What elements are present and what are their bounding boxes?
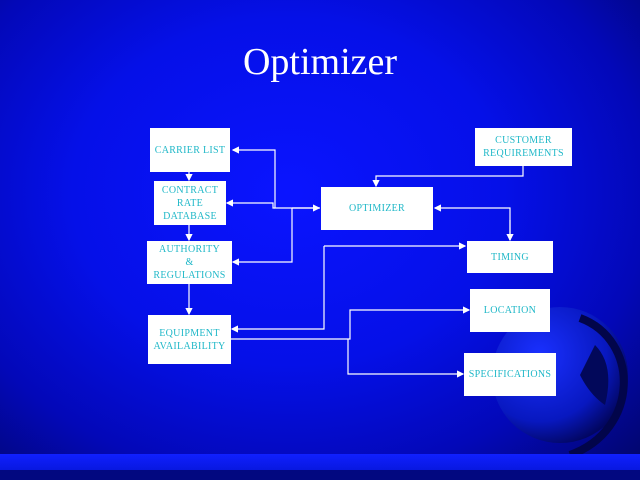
footer-band (0, 454, 640, 470)
node-authority-regulations: AUTHORITY & REGULATIONS (147, 241, 232, 284)
footer-strip (0, 470, 640, 480)
node-timing: TIMING (467, 241, 553, 273)
arrow-to-location (231, 306, 471, 340)
arrow-timing-optimizer (433, 204, 511, 240)
arrow-optimizer-authority (231, 208, 293, 266)
arrow-customer-optimizer (372, 166, 524, 188)
node-location: LOCATION (470, 289, 550, 332)
arrow-optimizer-contract (225, 199, 275, 209)
arrow-to-specifications (347, 339, 465, 378)
arrow-optimizer-carrier (231, 146, 320, 209)
node-contract-rate-database: CONTRACT RATE DATABASE (154, 181, 226, 225)
node-specifications: SPECIFICATIONS (464, 353, 556, 396)
node-equipment-availability: EQUIPMENT AVAILABILITY (148, 315, 231, 364)
node-carrier-list: CARRIER LIST (150, 128, 230, 172)
arrow-to-equipment (230, 246, 325, 333)
node-customer-requirements: CUSTOMER REQUIREMENTS (475, 128, 572, 166)
slide-title: Optimizer (242, 41, 398, 83)
globe-icon (492, 307, 628, 443)
node-optimizer: OPTIMIZER (321, 187, 433, 230)
